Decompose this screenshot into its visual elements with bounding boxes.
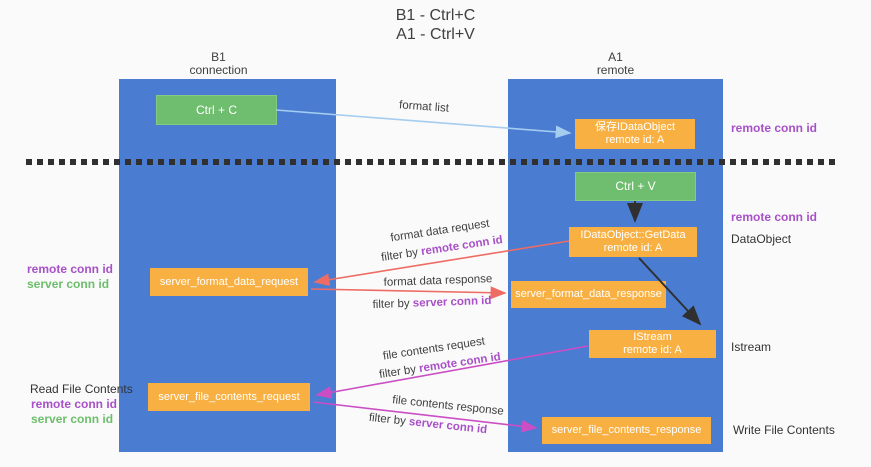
edge-label-filter-server-1: filter by server conn id xyxy=(372,295,491,311)
node-format-data-request: server_format_data_request xyxy=(150,268,308,296)
filter-by-prefix: filter by xyxy=(378,363,421,382)
node-save-dataobject: 保存IDataObject remote id: A xyxy=(575,119,695,149)
lane-left-role: connection xyxy=(189,63,248,77)
arrow-format-data-response xyxy=(310,286,507,300)
title-line-2: A1 - Ctrl+V xyxy=(396,26,475,43)
format-list-text: format list xyxy=(398,99,450,115)
format-data-response-text: format data response xyxy=(383,273,493,289)
node-istream-line1: IStream xyxy=(633,331,672,343)
edge-label-file-contents-response: file contents response xyxy=(392,394,505,418)
annotation-remote-conn-id-mid-right: remote conn id xyxy=(731,210,818,224)
node-getdata-line2: remote id: A xyxy=(603,242,663,254)
node-istream-line2: remote id: A xyxy=(623,344,682,356)
node-format-data-response: server_format_data_response xyxy=(511,281,666,308)
node-file-contents-response-label: server_file_contents_response xyxy=(551,424,702,436)
annotation-remote-conn-id-top-right: remote conn id xyxy=(731,121,818,135)
diagram-title: B1 - Ctrl+C A1 - Ctrl+V xyxy=(0,6,871,44)
node-ctrl-v: Ctrl + V xyxy=(575,172,696,201)
lane-right-role: remote xyxy=(596,63,635,77)
lane-header-right: A1 remote xyxy=(508,51,723,77)
node-getdata-line1: IDataObject::GetData xyxy=(580,229,686,241)
node-save-dataobject-line1: 保存IDataObject xyxy=(594,121,676,133)
node-ctrl-c: Ctrl + C xyxy=(156,95,277,125)
node-format-data-response-label: server_format_data_response xyxy=(515,288,662,300)
annotation-server-conn-id-left-2: server conn id xyxy=(31,412,114,426)
filter-by-prefix: filter by xyxy=(368,411,410,428)
node-file-contents-request-label: server_file_contents_request xyxy=(158,390,300,403)
annotation-dataobject: DataObject xyxy=(731,232,792,246)
node-file-contents-request: server_file_contents_request xyxy=(148,383,310,411)
annotation-remote-conn-id-left-2: remote conn id xyxy=(31,397,118,411)
node-save-dataobject-line2: remote id: A xyxy=(605,134,665,146)
node-ctrl-v-label: Ctrl + V xyxy=(615,179,656,193)
title-line-1: B1 - Ctrl+C xyxy=(395,7,476,24)
lane-header-left: B1 connection xyxy=(110,51,327,77)
node-format-data-request-label: server_format_data_request xyxy=(159,275,299,288)
annotation-read-file-contents: Read File Contents xyxy=(30,382,133,396)
annotation-server-conn-id-left-1: server conn id xyxy=(27,277,110,291)
lane-left-name: B1 xyxy=(211,50,226,64)
edge-label-format-data-response: format data response xyxy=(383,273,492,289)
edge-label-format-list: format list xyxy=(399,99,450,114)
file-contents-response-text: file contents response xyxy=(391,394,505,418)
filter-key-server-conn-id: server conn id xyxy=(412,294,492,310)
node-ctrl-c-label: Ctrl + C xyxy=(195,102,237,117)
node-istream: IStream remote id: A xyxy=(589,330,716,358)
node-getdata: IDataObject::GetData remote id: A xyxy=(569,227,697,257)
filter-key-server-conn-id: server conn id xyxy=(408,416,488,437)
dashed-separator xyxy=(26,159,840,165)
edge-label-filter-server-2: filter by server conn id xyxy=(368,412,487,436)
annotation-remote-conn-id-left-1: remote conn id xyxy=(27,262,114,276)
filter-by-prefix: filter by xyxy=(372,297,414,312)
lane-right-name: A1 xyxy=(608,50,623,64)
node-file-contents-response: server_file_contents_response xyxy=(542,417,711,444)
filter-by-prefix: filter by xyxy=(380,246,423,265)
annotation-istream: Istream xyxy=(731,340,772,354)
annotation-write-file-contents: Write File Contents xyxy=(733,423,835,437)
